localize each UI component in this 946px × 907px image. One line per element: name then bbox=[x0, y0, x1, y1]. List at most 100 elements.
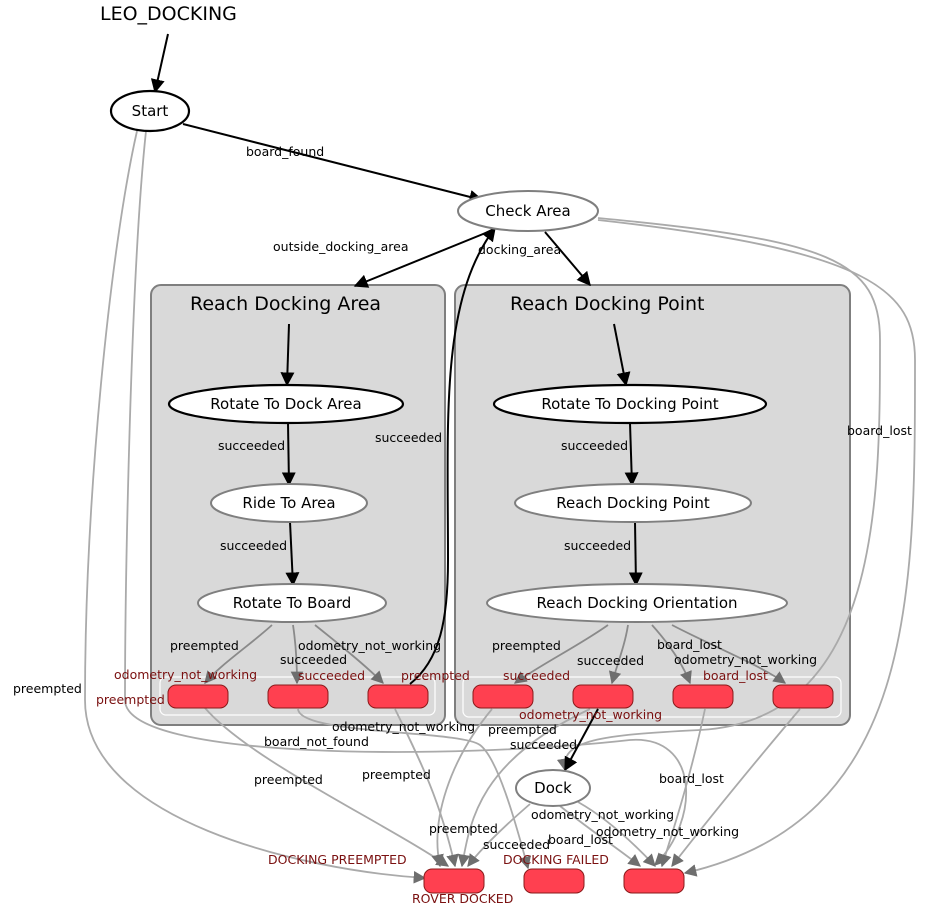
edge-area-succ-back bbox=[409, 226, 496, 685]
outcome-final-preempted[interactable] bbox=[423, 868, 485, 894]
outcome-point-odom[interactable] bbox=[572, 684, 634, 709]
state-reach-docking-point-label: Reach Docking Point bbox=[556, 494, 710, 512]
edge-label-area-preempted: preempted bbox=[170, 638, 239, 653]
edge-dock-odom bbox=[559, 805, 641, 867]
outcome-label-point-odom: odometry_not_working bbox=[519, 707, 662, 722]
edge-rotate-ride bbox=[281, 422, 296, 487]
cluster-title-point: Reach Docking Point bbox=[510, 293, 705, 315]
edge-labels: board_found outside_docking_area docking… bbox=[13, 144, 912, 852]
edge-label-docking-area: docking_area bbox=[478, 242, 561, 257]
edge-reach-orient bbox=[628, 521, 643, 587]
edge-board-found bbox=[182, 123, 484, 204]
outcome-point-board-lost[interactable] bbox=[672, 684, 734, 709]
outcome-final-failed[interactable] bbox=[623, 868, 685, 894]
state-dock-label: Dock bbox=[534, 779, 572, 797]
edge-rotate-reach bbox=[624, 422, 639, 487]
edge-dock-preempted bbox=[467, 803, 531, 868]
outcomes bbox=[167, 684, 834, 894]
state-reach-docking-point[interactable] bbox=[514, 483, 752, 523]
edge-label-board-lost-right: board_lost bbox=[847, 423, 912, 438]
state-rotate-docking-point-label: Rotate To Docking Point bbox=[541, 395, 718, 413]
edge-label-area-succ1: succeeded bbox=[218, 438, 285, 453]
edge-check-boardlost bbox=[597, 219, 916, 877]
outcome-area-succeeded[interactable] bbox=[267, 684, 329, 709]
edge-label-dock-preempted: preempted bbox=[429, 821, 498, 836]
cluster-title-area: Reach Docking Area bbox=[190, 293, 381, 315]
edge-point-odom-final bbox=[671, 708, 801, 867]
edge-point-board-final bbox=[659, 708, 706, 868]
state-reach-docking-orientation[interactable] bbox=[486, 583, 788, 623]
outcome-label-area-succeeded: succeeded bbox=[298, 668, 365, 683]
edge-label-dock-succeeded: succeeded bbox=[483, 837, 550, 852]
edge-check-dock bbox=[556, 217, 881, 772]
state-dock[interactable] bbox=[515, 769, 591, 807]
edge-label-dock-odom2: odometry_not_working bbox=[596, 824, 739, 839]
outcome-point-succeeded[interactable] bbox=[472, 684, 534, 709]
edge-label-board-found: board_found bbox=[246, 144, 324, 159]
diagram-title: LEO_DOCKING bbox=[100, 3, 237, 25]
outcome-area-preempted-2[interactable] bbox=[367, 684, 429, 709]
state-ride-to-area-label: Ride To Area bbox=[242, 494, 335, 512]
edges-gray bbox=[204, 624, 787, 685]
outcome-final-docked[interactable] bbox=[523, 868, 585, 894]
edge-dock-boardlost bbox=[577, 801, 656, 867]
edge-point-dock bbox=[564, 708, 599, 772]
state-start[interactable] bbox=[109, 89, 191, 133]
state-start-label: Start bbox=[132, 102, 169, 120]
edge-label-mid-preempted: preempted bbox=[488, 722, 557, 737]
state-reach-docking-orientation-label: Reach Docking Orientation bbox=[537, 594, 738, 612]
edge-label-point-succ1: succeeded bbox=[561, 438, 628, 453]
edge-rdo-preempted bbox=[513, 624, 609, 684]
outcome-label-area-preempted: preempted bbox=[401, 668, 470, 683]
edge-label-dock-odom1: odometry_not_working bbox=[531, 807, 674, 822]
edge-label-preempted-b: preempted bbox=[362, 767, 431, 782]
edge-label-area-succ2: succeeded bbox=[220, 538, 287, 553]
edge-label-point-board-lost: board_lost bbox=[657, 637, 722, 652]
outcome-label-area-preempted-side: preempted bbox=[96, 692, 165, 707]
outcome-area-preempted[interactable] bbox=[167, 684, 229, 709]
edge-label-point-succeeded: succeeded bbox=[577, 653, 644, 668]
state-check-area-label: Check Area bbox=[485, 202, 570, 220]
state-rotate-to-board[interactable] bbox=[197, 583, 387, 623]
edge-ride-rotate bbox=[285, 521, 300, 587]
edge-rtb-preempted bbox=[204, 624, 273, 684]
edge-label-area-succ-back: succeeded bbox=[375, 430, 442, 445]
edge-label-point-succ2: succeeded bbox=[564, 538, 631, 553]
edge-outside-area bbox=[353, 231, 489, 288]
edge-area-pre-final bbox=[204, 707, 450, 867]
edge-label-point-preempted: preempted bbox=[492, 638, 561, 653]
edge-label-point-odom: odometry_not_working bbox=[674, 652, 817, 667]
state-rotate-dock-area[interactable] bbox=[167, 383, 405, 425]
edges-dark bbox=[150, 33, 643, 772]
outcome-point-preempted[interactable] bbox=[772, 684, 834, 709]
edge-rdo-succeeded bbox=[608, 624, 629, 685]
edge-rtb-succeeded bbox=[290, 624, 304, 685]
outcome-label-point-succeeded: succeeded bbox=[503, 668, 570, 683]
edges-light bbox=[84, 130, 916, 884]
state-check-area[interactable] bbox=[457, 190, 599, 232]
edge-label-dock-in-succeeded: succeeded bbox=[510, 737, 577, 752]
state-rotate-docking-point[interactable] bbox=[492, 383, 768, 425]
edge-label-preempted-a: preempted bbox=[254, 772, 323, 787]
edge-label-area-odom: odometry_not_working bbox=[298, 638, 441, 653]
edge-label-outside-docking-area: outside_docking_area bbox=[273, 239, 408, 254]
state-rotate-to-board-label: Rotate To Board bbox=[233, 594, 352, 612]
outcome-label-rover-docked: ROVER DOCKED bbox=[412, 891, 513, 906]
edge-area-succ-final bbox=[297, 708, 531, 870]
edge-area-pre2-final bbox=[394, 708, 459, 868]
states: Start Check Area Rotate To Dock Area Rid… bbox=[109, 89, 788, 807]
point-outcome-group bbox=[462, 676, 842, 718]
state-ride-to-area[interactable] bbox=[210, 483, 368, 523]
edge-rdo-boardlost bbox=[651, 624, 692, 685]
edge-label-board-not-found: board_not_found bbox=[264, 734, 369, 749]
edge-start-preempted bbox=[84, 130, 427, 884]
edge-label-dock-board-lost: board_lost bbox=[548, 832, 613, 847]
state-rotate-dock-area-label: Rotate To Dock Area bbox=[210, 395, 361, 413]
edge-point-succ-final bbox=[457, 708, 591, 868]
outcome-label-docking-preempted: DOCKING PREEMPTED bbox=[268, 852, 407, 867]
edge-rtb-odom bbox=[314, 624, 384, 684]
edge-label-preempted-left: preempted bbox=[13, 681, 82, 696]
edge-label-board-lost-low: board_lost bbox=[659, 771, 724, 786]
outcome-label-docking-failed: DOCKING FAILED bbox=[503, 852, 609, 867]
